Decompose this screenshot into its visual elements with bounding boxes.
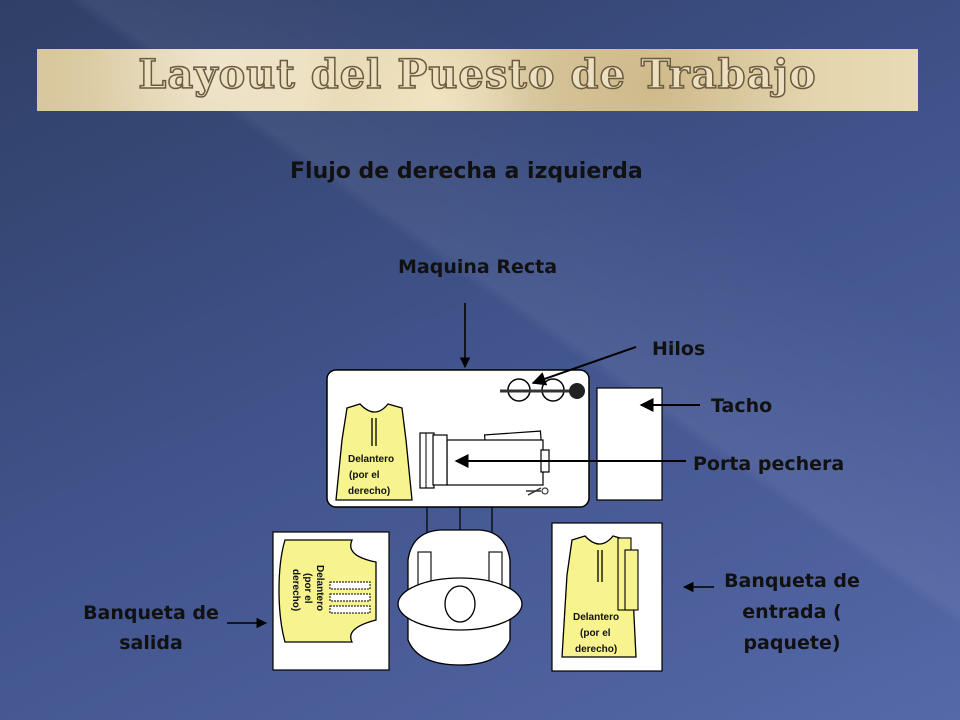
garment-text-line3: derecho) [575, 644, 617, 655]
exit-stool [272, 531, 390, 671]
flow-subtitle: Flujo de derecha a izquierda [290, 159, 643, 184]
garment-text-line3: derecho) [348, 486, 390, 497]
garment-label-entry: Delantero (por el derecho) [573, 612, 619, 655]
label-banqueta-entrada: Banqueta de entrada ( paquete) [724, 570, 860, 654]
operator-seat [397, 507, 523, 666]
garment-text-line2: (por el [580, 628, 611, 639]
label-tacho: Tacho [711, 395, 773, 417]
page-title: Layout del Puesto de Trabajo [138, 50, 817, 99]
label-maquina-recta: Maquina Recta [398, 256, 558, 278]
garment-text-line1: Delantero [314, 565, 325, 611]
garment-on-table [335, 403, 413, 501]
label-hilos: Hilos [652, 338, 706, 360]
machine-table [326, 369, 590, 508]
label-banqueta-salida: Banqueta de salida [83, 602, 219, 654]
callout-arrows [227, 303, 714, 629]
garment-label-table: Delantero (por el derecho) [348, 454, 394, 497]
garment-text-line1: Delantero [573, 612, 619, 623]
garment-text-line2: (por el [302, 573, 313, 604]
title-banner: Layout del Puesto de Trabajo [37, 49, 918, 111]
garment-text-line1: Delantero [348, 454, 394, 465]
label-porta-pechera: Porta pechera [693, 453, 845, 475]
garment-text-line2: (por el [349, 470, 380, 481]
entry-stool [551, 522, 663, 672]
garment-text-line3: derecho) [290, 569, 301, 611]
sewing-machine-head-icon [419, 430, 550, 489]
operator-head-icon [444, 585, 476, 623]
thread-knob-icon [569, 383, 585, 399]
arrow-hilos [531, 346, 637, 386]
garment-label-exit: Delantero (por el derecho) [290, 565, 325, 611]
scissors-icon [526, 487, 549, 496]
